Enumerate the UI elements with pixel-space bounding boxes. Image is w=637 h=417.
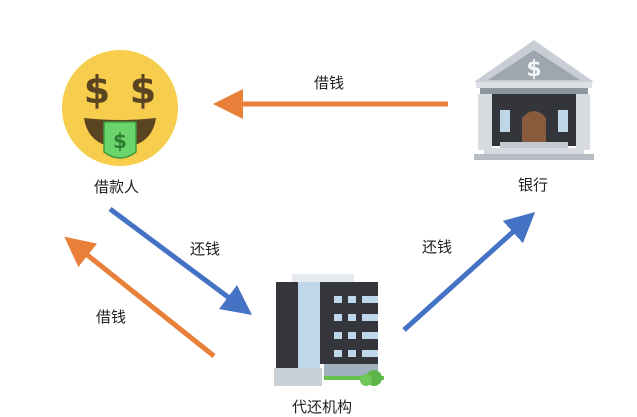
agency-label: 代还机构 [292, 398, 353, 416]
edge-label-bank-to-borrower: 借钱 [314, 74, 345, 92]
bank-building-icon: $ [474, 40, 594, 160]
edge-label-borrower-to-agency: 还钱 [190, 240, 221, 258]
agency-node [274, 274, 386, 386]
money-mouth-face-icon: $ $ $ [62, 50, 178, 166]
borrower-node: $ $ $ [60, 48, 180, 168]
edge-label-agency-to-bank: 还钱 [422, 238, 453, 256]
svg-text:$: $ [84, 68, 110, 112]
arrow-borrower-to-agency [108, 206, 253, 315]
bank-node: $ [470, 38, 598, 164]
bank-label: 银行 [518, 176, 549, 194]
arrow-agency-to-borrower [64, 236, 216, 358]
office-building-icon [274, 274, 384, 386]
edge-label-agency-to-borrower: 借钱 [96, 308, 127, 326]
svg-text:$: $ [526, 57, 541, 82]
arrow-agency-to-bank [402, 211, 536, 332]
svg-text:$: $ [113, 129, 127, 153]
borrower-label: 借款人 [94, 178, 140, 196]
svg-text:$: $ [130, 68, 156, 112]
